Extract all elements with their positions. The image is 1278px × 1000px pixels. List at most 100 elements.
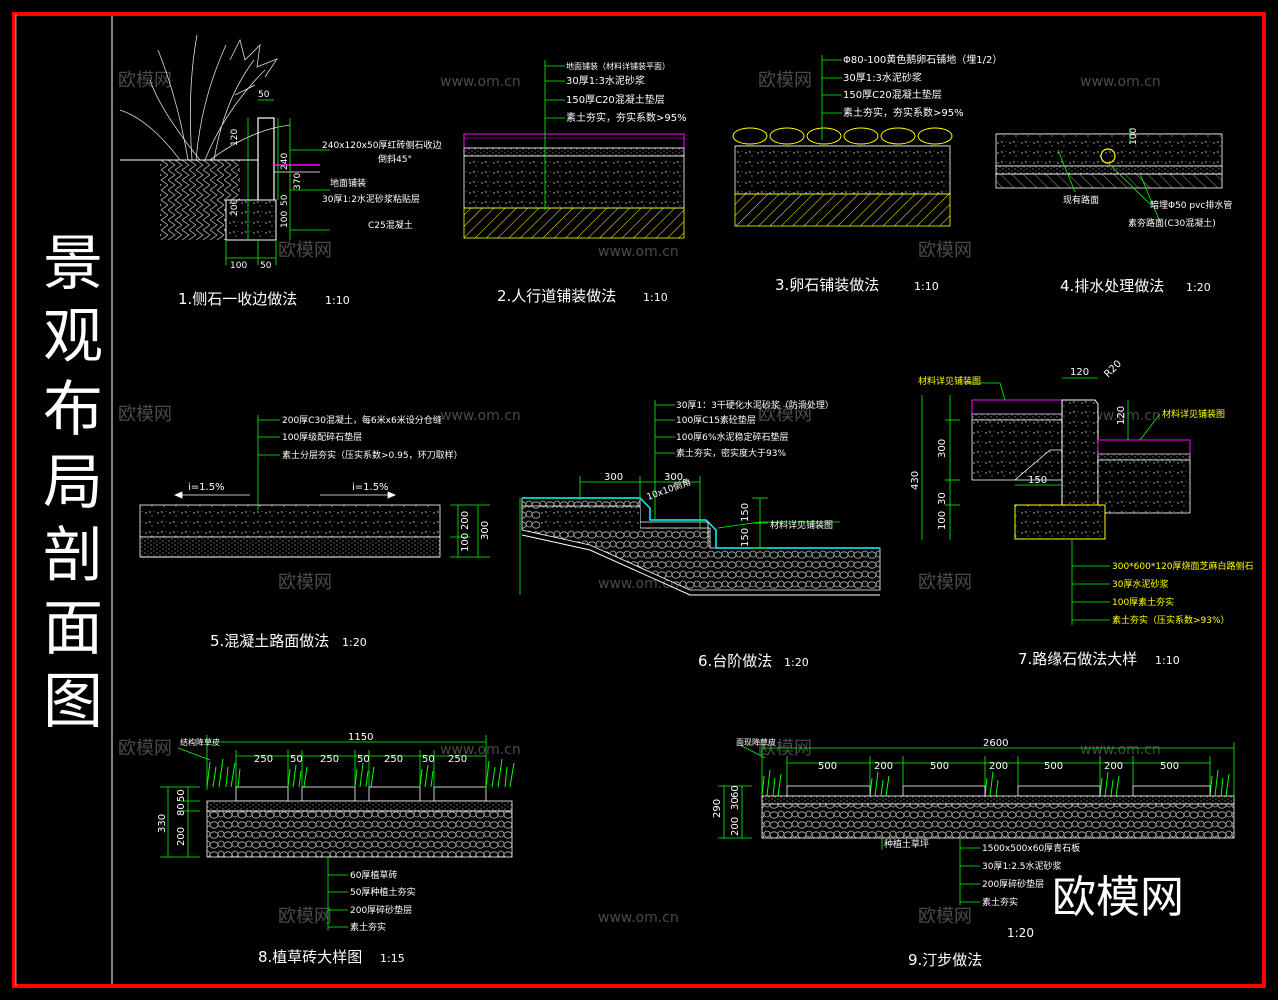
grass-tufts-9 [761,769,1230,797]
detail-6-scale: 1:20 [784,656,809,669]
svg-text:80: 80 [176,803,187,816]
svg-text:50: 50 [176,789,187,802]
svg-text:150: 150 [740,503,751,522]
svg-text:30厚1:3水泥砂浆: 30厚1:3水泥砂浆 [843,71,922,84]
svg-text:300*600*120厚烧面芝麻白路侧石: 300*600*120厚烧面芝麻白路侧石 [1112,560,1254,572]
svg-text:120: 120 [1070,367,1089,378]
svg-text:1150: 1150 [348,732,373,743]
svg-text:欧模网: 欧模网 [278,906,332,927]
detail-7-scale: 1:10 [1155,654,1180,667]
svg-text:2600: 2600 [983,738,1008,749]
detail-9-stepping-stone: 2600 500 200 500 200 500 200 500 290 200… [712,737,1235,969]
svg-text:www.om.cn: www.om.cn [440,408,521,424]
svg-text:素土夯实，夯实系数>95%: 素土夯实，夯实系数>95% [843,106,964,119]
sheet-border [12,12,1266,988]
svg-text:素夯路面(C30混凝土): 素夯路面(C30混凝土) [1128,217,1216,229]
svg-text:200: 200 [460,511,471,530]
svg-text:100厚6%水泥稳定碎石垫层: 100厚6%水泥稳定碎石垫层 [676,431,788,443]
svg-text:200: 200 [176,827,187,846]
svg-text:60: 60 [730,785,741,798]
svg-text:500: 500 [930,761,949,772]
sheet-title-char: 图 [43,667,103,737]
svg-text:www.om.cn: www.om.cn [440,74,521,90]
sheet-title-char: 剖 [43,521,103,591]
svg-text:欧模网: 欧模网 [918,240,972,261]
svg-text:50厚种植土夯实: 50厚种植土夯实 [350,886,415,898]
svg-text:欧模网: 欧模网 [278,240,332,261]
detail-1-scale: 1:10 [325,294,350,307]
sheet-title-char: 局 [43,448,103,518]
detail-9-scale: 1:20 [1007,926,1034,940]
pebbles [732,127,953,145]
svg-text:素土夯实（压实系数>93%）: 素土夯实（压实系数>93%） [1112,614,1230,626]
detail-4-scale: 1:20 [1186,281,1211,294]
svg-text:50: 50 [258,90,270,100]
svg-text:种植土草坪: 种植土草坪 [884,838,929,850]
svg-text:250: 250 [254,754,273,765]
svg-text:200厚碎砂垫层: 200厚碎砂垫层 [982,878,1044,890]
detail-5-scale: 1:20 [342,636,367,649]
svg-text:欧模网: 欧模网 [918,572,972,593]
curb-stone [257,117,275,204]
svg-text:素土夯实，密实度大于93%: 素土夯实，密实度大于93% [676,447,786,459]
svg-text:50: 50 [260,261,272,271]
svg-text:60厚植草砖: 60厚植草砖 [350,869,397,881]
svg-text:1500x500x60厚青石板: 1500x500x60厚青石板 [982,842,1080,854]
slope-arrows [173,491,397,499]
svg-text:www.om.cn: www.om.cn [598,910,679,926]
svg-text:www.om.cn: www.om.cn [440,742,521,758]
svg-text:www.om.cn: www.om.cn [1080,742,1161,758]
detail-5-caption: 5.混凝土路面做法 [210,632,329,650]
svg-text:欧模网: 欧模网 [118,738,172,759]
svg-text:30厚1:2.5水泥砂浆: 30厚1:2.5水泥砂浆 [982,860,1062,872]
svg-text:欧模网: 欧模网 [758,70,812,91]
svg-text:30厚1:2水泥砂浆粘贴层: 30厚1:2水泥砂浆粘贴层 [322,193,420,205]
svg-text:现有路面: 现有路面 [1063,194,1099,206]
svg-text:欧模网: 欧模网 [758,738,812,759]
svg-text:120: 120 [230,129,240,146]
svg-text:150厚C20混凝土垫层: 150厚C20混凝土垫层 [566,93,665,106]
svg-text:200: 200 [230,199,240,216]
detail-5-concrete-road: i=1.5% i=1.5% 100 200 300 200厚C30混凝土，每6米… [139,414,491,650]
svg-text:100厚素土夯实: 100厚素土夯实 [1112,596,1174,608]
svg-text:欧模网: 欧模网 [918,906,972,927]
svg-text:500: 500 [818,761,837,772]
svg-text:100: 100 [280,211,290,228]
svg-text:200厚C30混凝土，每6米x6米设分仓缝: 200厚C30混凝土，每6米x6米设分仓缝 [282,414,442,426]
detail-2-caption: 2.人行道铺装做法 [497,287,616,305]
svg-text:欧模网: 欧模网 [118,70,172,91]
svg-text:暗埋Φ50 pvc排水管: 暗埋Φ50 pvc排水管 [1150,199,1232,211]
svg-text:素土夯实: 素土夯实 [350,921,386,933]
svg-text:150: 150 [740,528,751,547]
svg-text:290: 290 [712,799,723,818]
svg-text:100: 100 [1129,128,1139,145]
svg-text:100: 100 [460,533,471,552]
detail-1-curb-edge: 50 120 240 370 200 100 50 100 50 240x120… [119,34,441,308]
sheet-title-char: 景 [43,229,103,299]
detail-6-caption: 6.台阶做法 [698,652,772,670]
svg-text:500: 500 [1044,761,1063,772]
detail-9-caption: 9.汀步做法 [908,951,982,969]
svg-text:地面铺装（材料详铺装平面）: 地面铺装（材料详铺装平面） [566,61,670,71]
brand-logo: 欧模网 [1052,872,1184,923]
svg-text:面现降草皮: 面现降草皮 [736,737,776,747]
detail-3-caption: 3.卵石铺装做法 [775,276,879,294]
svg-text:Φ80-100黄色鹅卵石铺地（埋1/2）: Φ80-100黄色鹅卵石铺地（埋1/2） [843,53,1002,66]
detail-7-curb-detail: 120 R20 120 300 430 100 30 150 材料详见铺装图 材… [910,358,1254,668]
svg-text:120: 120 [1116,406,1127,425]
detail-7-caption: 7.路缘石做法大样 [1018,650,1137,668]
svg-text:欧模网: 欧模网 [118,404,172,425]
sheet-title-char: 布 [43,375,103,445]
svg-text:i=1.5%: i=1.5% [188,482,225,493]
detail-6-steps: 300 300 150 150 30厚1：3干硬化水泥砂浆（防滑处理） 100厚… [519,399,881,670]
svg-text:材料详见铺装图: 材料详见铺装图 [770,519,833,531]
svg-text:100: 100 [937,511,948,530]
svg-text:地面铺装: 地面铺装 [330,177,366,189]
svg-text:R20: R20 [1102,358,1124,380]
svg-text:200厚碎砂垫层: 200厚碎砂垫层 [350,904,412,916]
svg-text:430: 430 [910,471,921,490]
svg-text:www.om.cn: www.om.cn [598,244,679,260]
svg-text:30: 30 [730,797,741,810]
svg-text:素土夯实，夯实系数>95%: 素土夯实，夯实系数>95% [566,111,687,124]
svg-text:200: 200 [730,817,741,836]
